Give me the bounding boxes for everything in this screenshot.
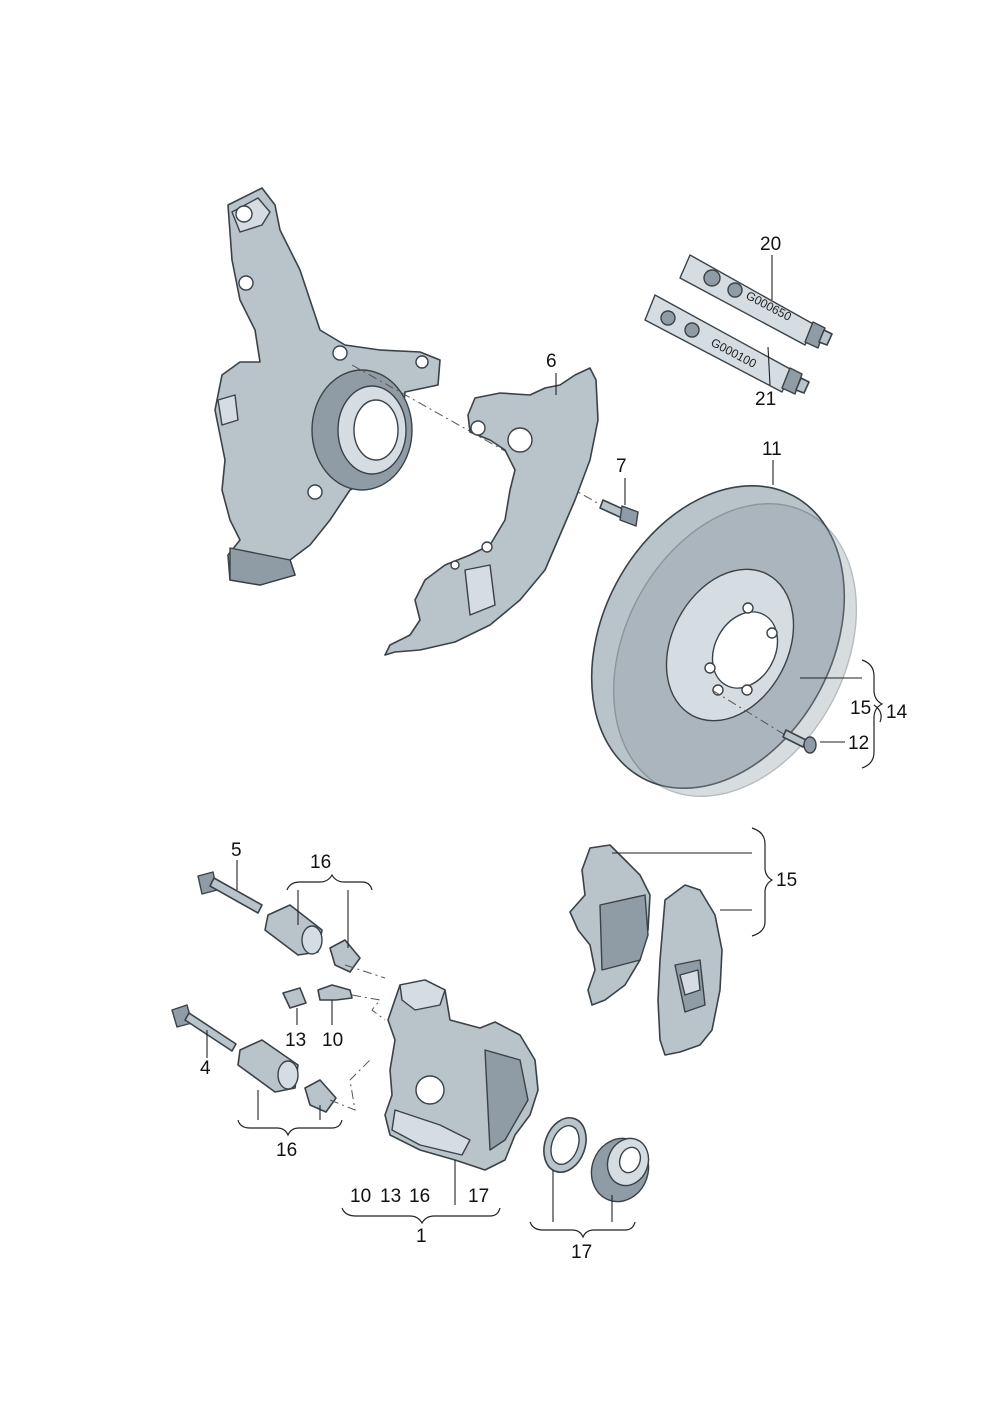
brake-caliper <box>384 979 539 1171</box>
bleeder-screw-10 <box>317 984 353 1001</box>
bolt-4 <box>171 1004 237 1052</box>
callout-7: 7 <box>616 456 627 477</box>
bolt-7 <box>599 499 639 527</box>
callout-21: 21 <box>755 389 776 410</box>
brake-disc <box>590 484 858 797</box>
callout-5: 5 <box>231 840 242 861</box>
guide-bushing-lower <box>237 1039 337 1113</box>
callout-16-upper: 16 <box>310 852 331 873</box>
callout-11: 11 <box>762 439 782 460</box>
callout-17: 17 <box>571 1242 592 1263</box>
grouping-braces <box>237 659 884 1239</box>
brake-pad-outer <box>569 844 651 1006</box>
callout-14: 14 <box>886 702 908 723</box>
callout-4: 4 <box>200 1058 211 1079</box>
bolt-5 <box>197 871 263 914</box>
axis-line-lower <box>329 1059 371 1111</box>
axis-line-bleeder <box>351 994 386 1021</box>
caliper-piston <box>590 1137 650 1203</box>
callout-15-pads: 15 <box>776 870 797 891</box>
callout-12: 12 <box>848 733 869 754</box>
callout-labels: 6 7 20 21 11 15 14 12 15 5 16 13 10 4 16… <box>200 234 908 1263</box>
callout-10: 10 <box>322 1030 343 1051</box>
axis-line-upper <box>344 964 386 979</box>
callout-13-group: 13 <box>380 1186 401 1207</box>
callout-6: 6 <box>546 351 557 372</box>
axis-line-disc <box>711 689 791 739</box>
guide-bushing-upper <box>264 904 361 973</box>
callout-1: 1 <box>416 1226 427 1247</box>
steering-knuckle <box>214 187 441 586</box>
callout-20: 20 <box>760 234 781 255</box>
screw-12 <box>782 729 817 754</box>
axis-line-knuckle <box>351 364 611 511</box>
leader-lines <box>206 255 862 1222</box>
caliper-seal <box>543 1117 587 1173</box>
callout-13: 13 <box>285 1030 306 1051</box>
brake-pad-inner <box>657 884 723 1056</box>
grease-tube-20: G000650 <box>679 254 833 349</box>
callout-15-disc: 15 <box>850 698 871 719</box>
callout-17-group: 17 <box>468 1186 489 1207</box>
callout-16-group: 16 <box>409 1186 430 1207</box>
callout-10-group: 10 <box>350 1186 371 1207</box>
splash-plate <box>384 367 599 656</box>
callout-16-lower: 16 <box>276 1140 297 1161</box>
bleeder-cap-13 <box>282 987 307 1009</box>
